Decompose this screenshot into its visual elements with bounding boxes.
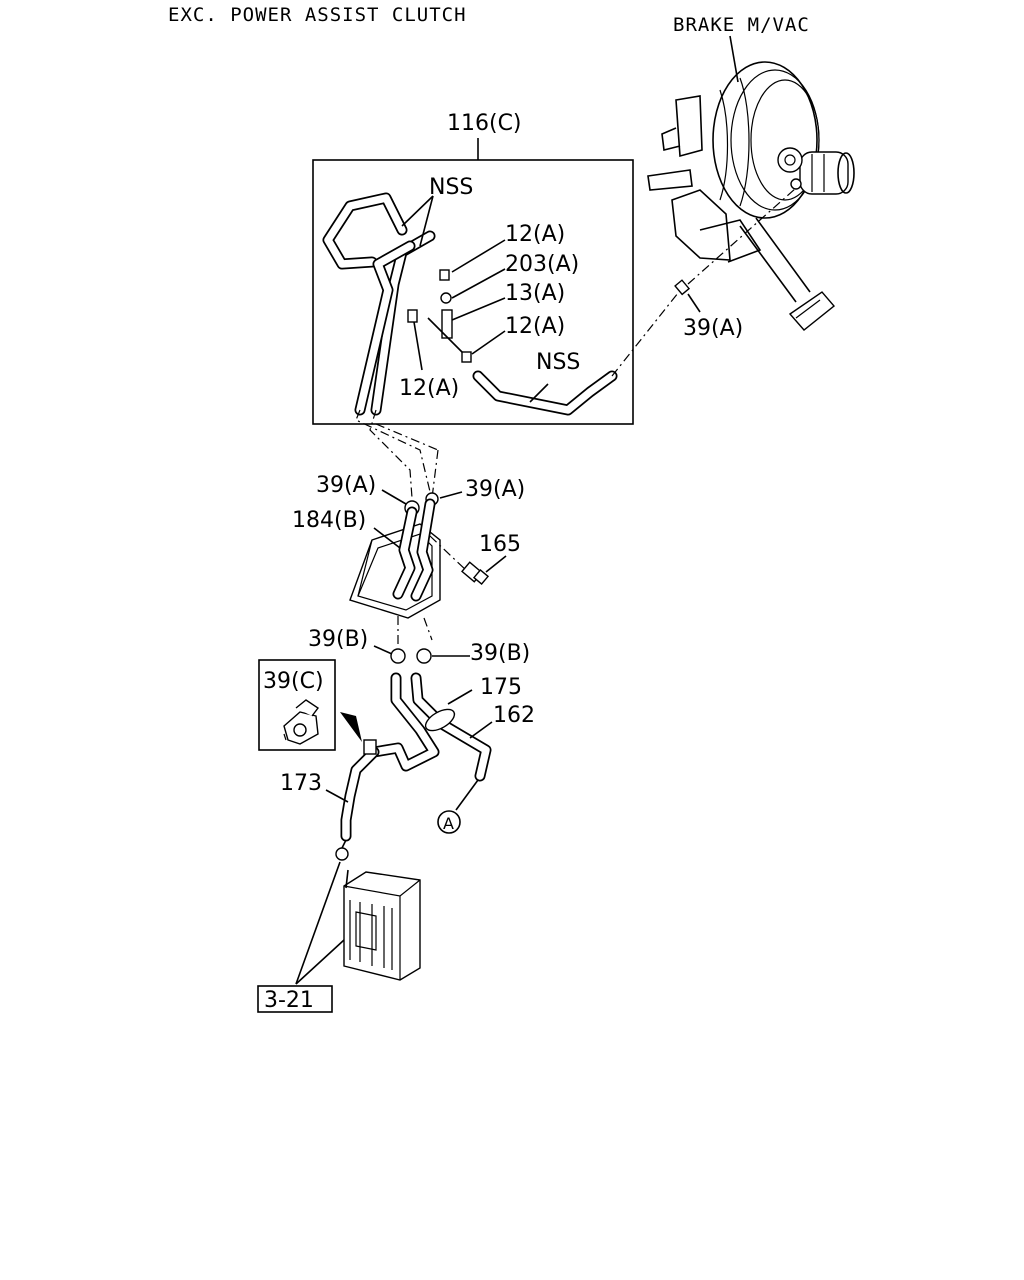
clip-39c-inset	[258, 659, 336, 751]
bracket-184b-label: 184(B)	[292, 508, 366, 533]
hose-173	[340, 746, 380, 842]
clip-39a-left-label: 39(A)	[316, 473, 376, 498]
bracket-184b	[349, 498, 441, 619]
ref-a-circle	[437, 810, 461, 834]
vacuum-pipe-pair	[354, 230, 436, 416]
clip-39c-on-hose	[363, 739, 377, 755]
nss-hose-lower	[472, 370, 618, 416]
clip-39b-left-label: 39(B)	[308, 627, 368, 652]
ref-a-label: A	[443, 814, 454, 833]
assembly-116c-label: 116(C)	[447, 111, 522, 136]
clip-39a-booster	[674, 279, 691, 296]
connector-203a-fitting	[440, 292, 452, 304]
clip-39c-pointer	[340, 712, 362, 742]
ref-3-21-box	[257, 985, 333, 1013]
canister-clip	[335, 847, 349, 861]
connection-line-booster	[611, 287, 683, 377]
clamp-12a-label-3: 12(A)	[399, 376, 459, 401]
nss-hose-upper	[322, 192, 408, 270]
brake-booster-label: BRAKE M/VAC	[673, 14, 810, 36]
clamp-12a-left-fitting	[407, 309, 418, 323]
clamp-12a-label-1: 12(A)	[505, 222, 565, 247]
bolt-165-label: 165	[479, 532, 521, 557]
hose-175-162	[368, 672, 492, 782]
hose-162-label: 162	[493, 703, 535, 728]
variant-title: EXC. POWER ASSIST CLUTCH	[168, 4, 467, 26]
clip-39b-left	[390, 648, 406, 664]
clip-39c-detail	[283, 699, 320, 745]
nss-upper-label: NSS	[429, 175, 473, 200]
clamp-12a-lower-fitting	[461, 351, 472, 363]
clip-39c-label: 39(C)	[263, 669, 324, 694]
ref-3-21-label: 3-21	[264, 988, 314, 1013]
clamp-12a-fitting	[439, 269, 450, 281]
brake-booster-illustration	[647, 35, 855, 331]
canister	[343, 869, 421, 981]
assembly-116c-box	[312, 159, 634, 425]
clip-39a-right-label: 39(A)	[683, 316, 743, 341]
clip-39b-right	[416, 648, 432, 664]
clip-39a-mid-label: 39(A)	[465, 477, 525, 502]
nss-lower-label: NSS	[536, 350, 580, 375]
hose-175-label: 175	[480, 675, 522, 700]
bolt-165-line	[429, 535, 469, 573]
clip-39b-right-label: 39(B)	[470, 641, 530, 666]
part-13a-label: 13(A)	[505, 281, 565, 306]
hose-173-label: 173	[280, 771, 322, 796]
connector-203a-label: 203(A)	[505, 252, 579, 277]
clamp-12a-label-2: 12(A)	[505, 314, 565, 339]
bolt-165	[461, 561, 490, 586]
